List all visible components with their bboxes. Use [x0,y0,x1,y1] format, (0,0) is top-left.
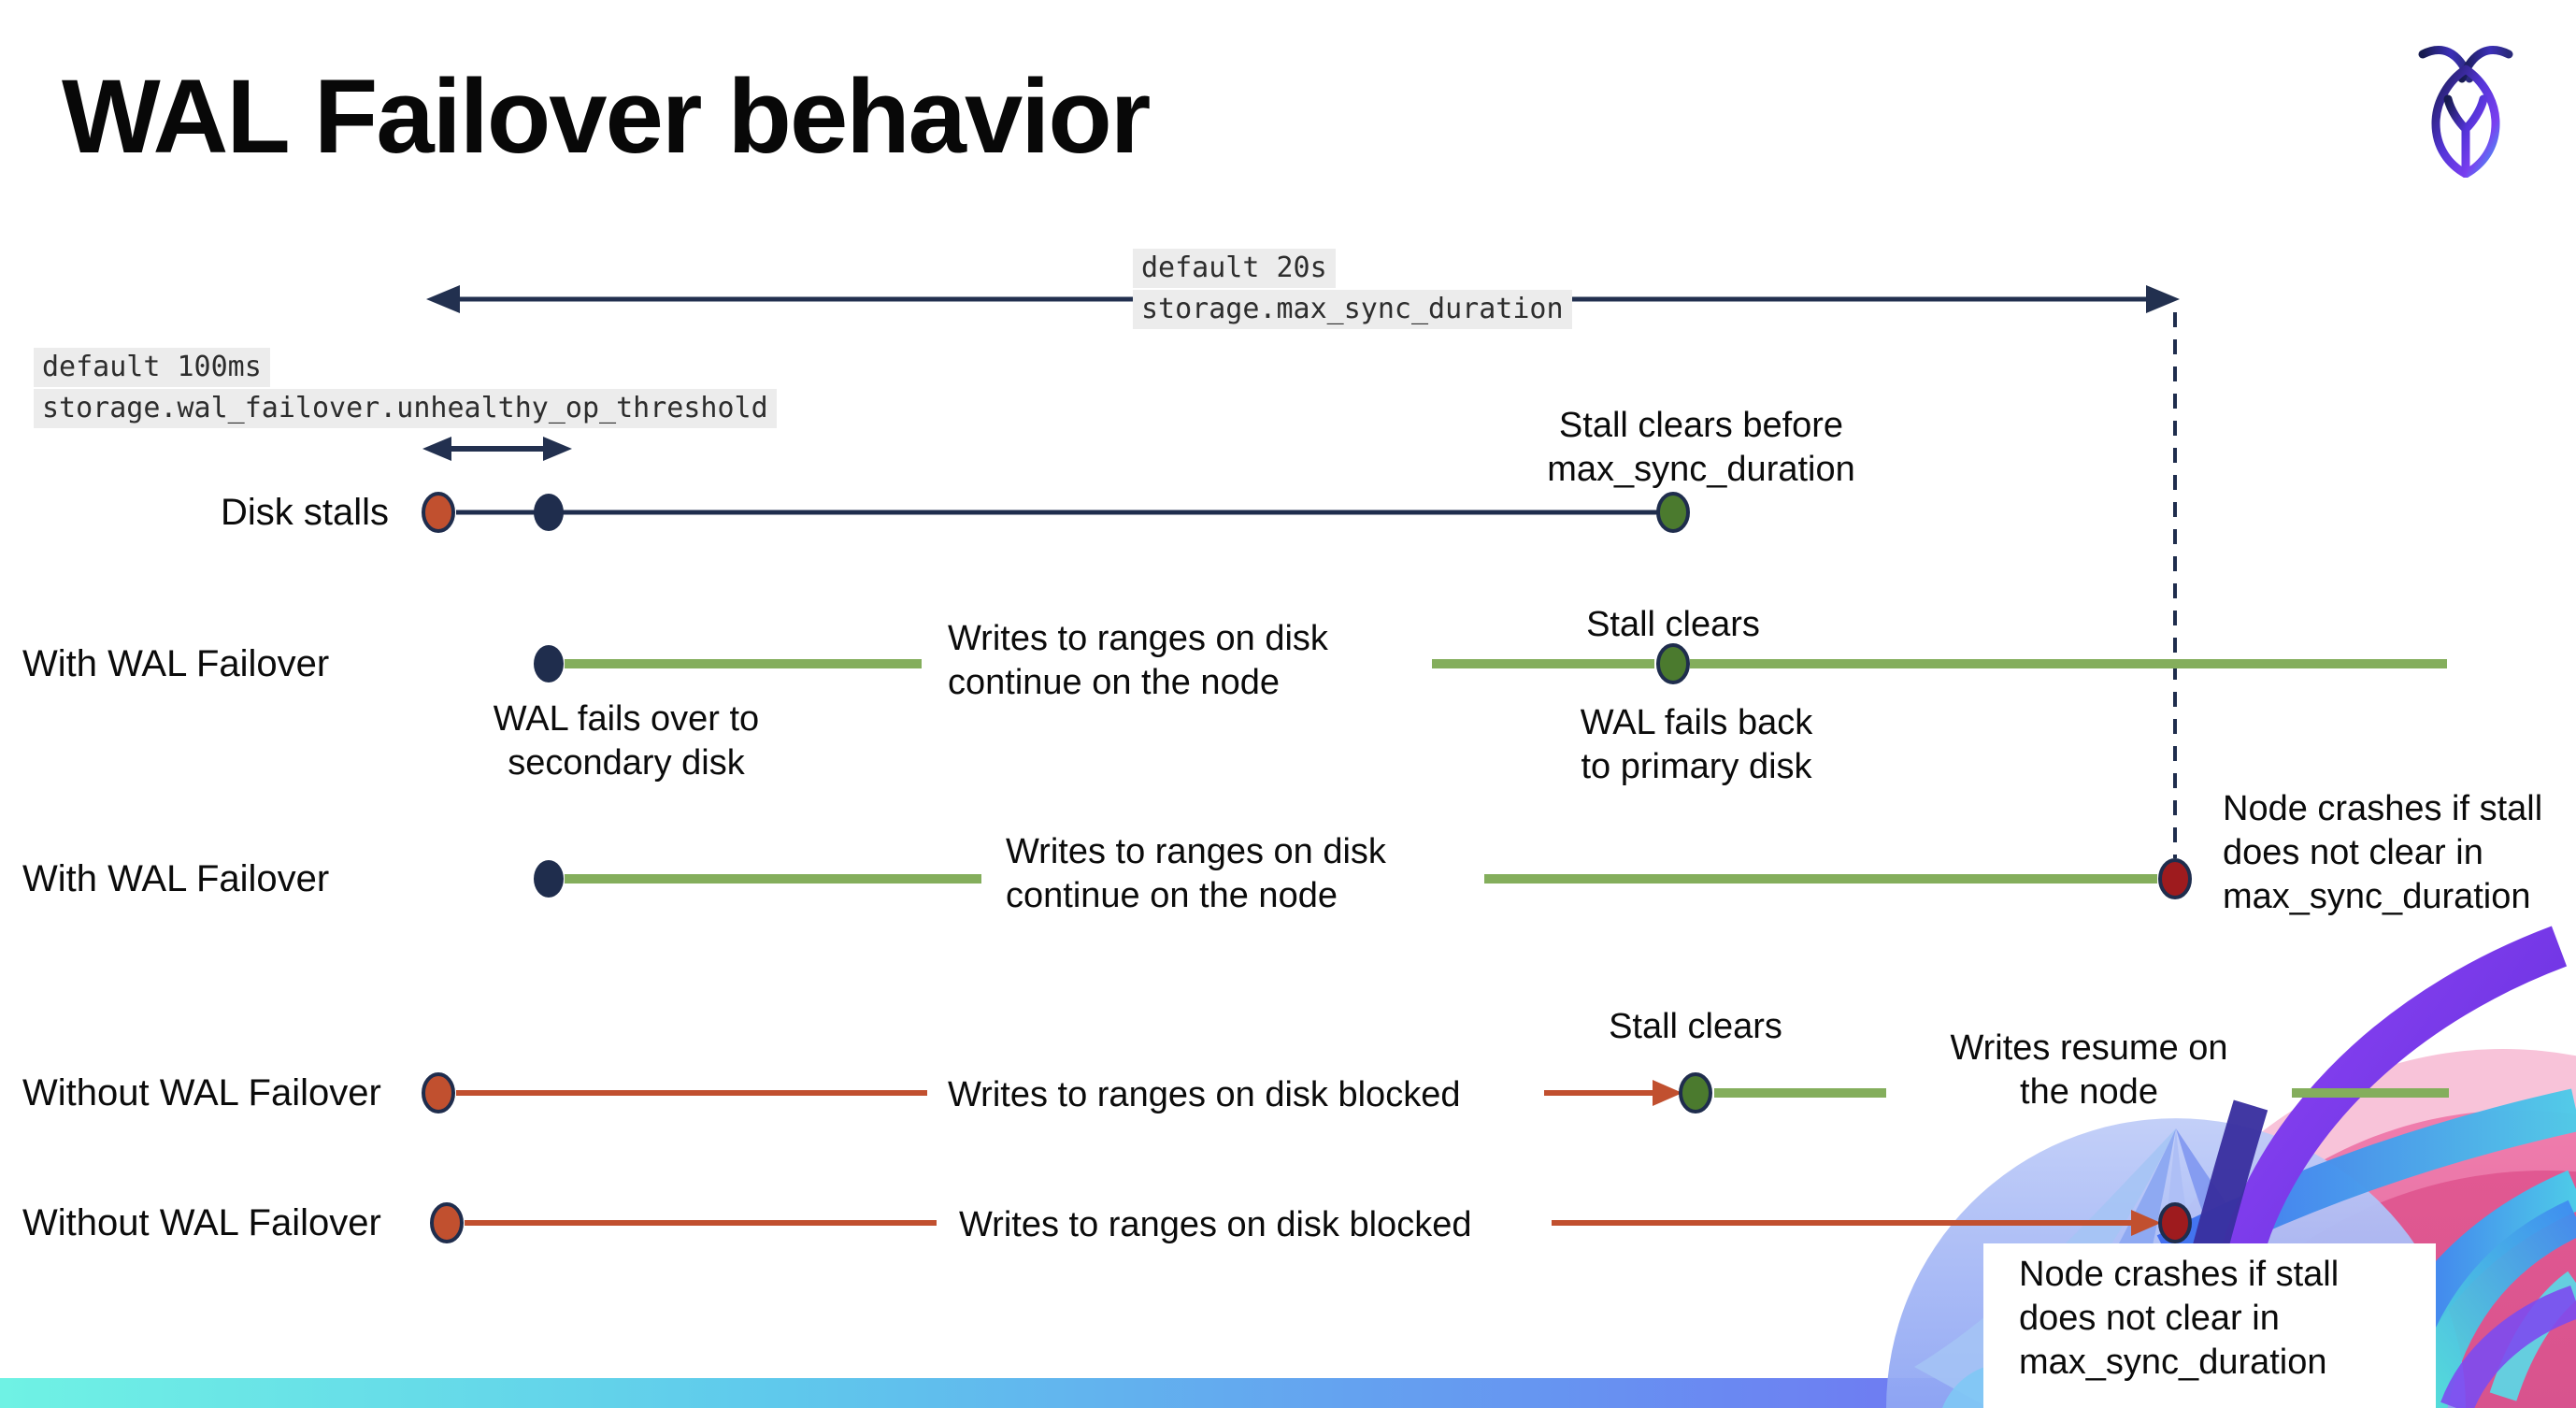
arrowhead-right-icon [543,437,572,461]
node-crash-callout: Node crashes if stall does not clear in … [1983,1243,2436,1408]
stall-clears-note: Stall clears [1586,605,1760,644]
writes-blocked-note: Writes to ranges on disk blocked [959,1205,1472,1244]
node-crashes-text: Node crashes if stall does not clear in … [2019,1255,2340,1382]
setting-name: storage.max_sync_duration [1133,290,1572,329]
stall-clear-dot [1656,643,1690,684]
stall-start-dot [422,492,455,533]
node-crash-dot [2158,858,2192,899]
setting-default-value: default 20s [1133,249,1336,288]
red-arrowhead-icon [1653,1080,1682,1106]
page-title: WAL Failover behavior [62,58,1151,175]
setting-name: storage.wal_failover.unhealthy_op_thresh… [34,389,777,428]
art-purple-arc [2440,1285,2576,1408]
threshold-dot [534,494,564,531]
wal-fails-back-note: WAL fails back to primary disk [1580,703,1813,786]
max-sync-duration-label: default 20s storage.max_sync_duration [1133,249,1572,329]
stall-clear-dot [1679,1072,1712,1113]
logo-wings [2443,94,2488,178]
unhealthy-op-threshold-label: default 100ms storage.wal_failover.unhea… [34,348,777,428]
writes-blocked-note: Writes to ranges on disk blocked [948,1075,1461,1114]
arrowhead-left-icon [426,285,460,313]
wal-fails-over-note: WAL fails over to secondary disk [493,699,760,783]
stall-start-dot [422,1072,455,1113]
row-label-without-wal-failover-2: Without WAL Failover [22,1202,381,1243]
art-cyan-arc [2410,1200,2576,1408]
row-label-without-wal-failover-1: Without WAL Failover [22,1072,381,1113]
row-label-with-wal-failover-2: With WAL Failover [22,858,330,899]
setting-default-value: default 100ms [34,348,270,387]
writes-resume-note: Writes resume on the node [1950,1028,2228,1112]
row-label-with-wal-failover-1: With WAL Failover [22,643,330,684]
node-crashes-note: Node crashes if stall does not clear in … [2223,789,2543,916]
row-label-disk-stalls: Disk stalls [220,492,389,533]
failover-dot [534,860,564,898]
writes-continue-note: Writes to ranges on disk continue on the… [948,619,1328,702]
cockroachdb-logo-icon [2418,46,2513,178]
stall-clear-dot [1656,492,1690,533]
stall-clears-before-note: Stall clears before max_sync_duration [1547,406,1855,489]
failover-dot [534,645,564,682]
stall-clears-note: Stall clears [1609,1007,1782,1046]
arrowhead-left-icon [422,437,451,461]
writes-continue-note: Writes to ranges on disk continue on the… [1006,832,1386,915]
arrowhead-right-icon [2146,285,2180,313]
stall-start-dot [430,1202,464,1243]
